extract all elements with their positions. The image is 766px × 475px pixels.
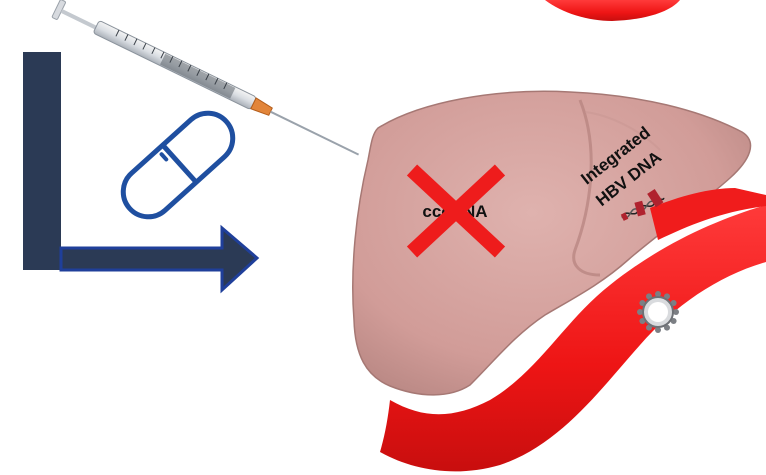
pill-capsule-icon bbox=[113, 103, 243, 227]
blood-vessel-top bbox=[545, 0, 680, 21]
